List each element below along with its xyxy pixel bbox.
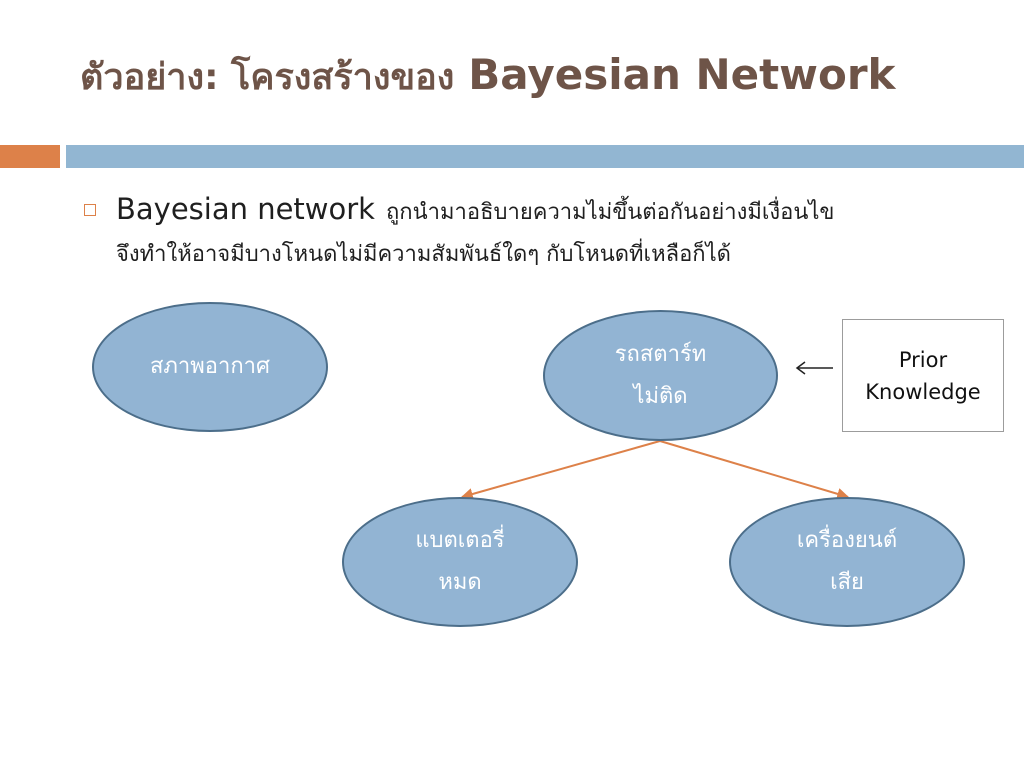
title-thai-text: ตัวอย่าง: โครงสร้างของ: [80, 57, 455, 98]
title-english-text: Bayesian Network: [468, 50, 896, 99]
bullet-paragraph: Bayesian network ถูกนำมาอธิบายความไม่ขึ้…: [116, 188, 996, 276]
bullet-line-2: จึงทำให้อาจมีบางโหนดไม่มีความสัมพันธ์ใดๆ…: [116, 242, 731, 267]
prior-label-line-1: Prior: [898, 347, 948, 372]
bullet-lead-term: Bayesian network: [116, 192, 375, 226]
bullet-line-1: ถูกนำมาอธิบายความไม่ขึ้นต่อกันอย่างมีเงื…: [385, 200, 835, 225]
node-battery-label-line-1: แบตเตอรี่: [415, 528, 505, 553]
node-weather: สภาพอากาศ: [92, 302, 328, 432]
node-car-label-line-1: รถสตาร์ท: [614, 341, 707, 367]
edge-car-to-engine: [659, 440, 850, 500]
prior-arrow-icon: [795, 361, 833, 375]
edge-car-to-battery: [460, 440, 661, 500]
bullet-square-icon: [84, 204, 96, 216]
accent-band-blue: [66, 145, 1024, 168]
prior-label-line-2: Knowledge: [865, 379, 981, 404]
prior-knowledge-box: Prior Knowledge: [842, 319, 1004, 432]
node-car-wont-start: รถสตาร์ท ไม่ติด: [543, 310, 778, 441]
slide-title: ตัวอย่าง: โครงสร้างของ Bayesian Network: [80, 48, 1010, 112]
node-engine-label-line-1: เครื่องยนต์: [796, 528, 898, 553]
node-weather-label: สภาพอากาศ: [150, 354, 270, 379]
node-engine-label-line-2: เสีย: [830, 570, 864, 595]
accent-band-orange: [0, 145, 60, 168]
node-battery-dead: แบตเตอรี่ หมด: [342, 497, 578, 627]
node-battery-label-line-2: หมด: [438, 570, 482, 595]
node-engine-broken: เครื่องยนต์ เสีย: [729, 497, 965, 627]
node-car-label-line-2: ไม่ติด: [633, 383, 688, 409]
